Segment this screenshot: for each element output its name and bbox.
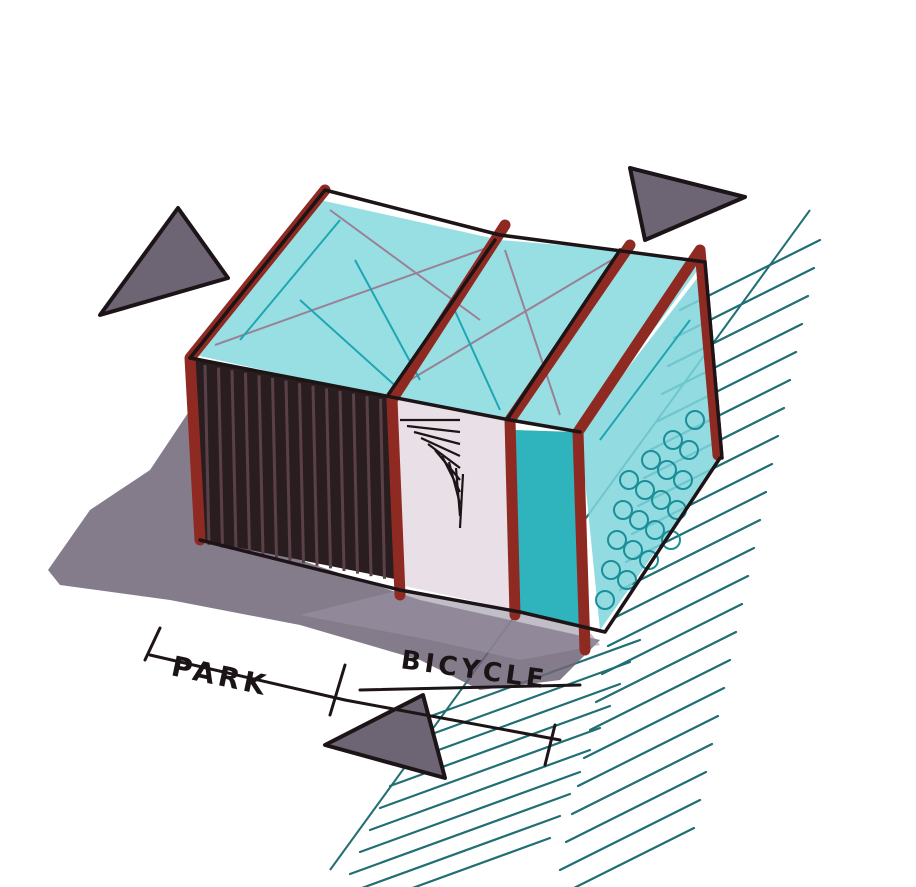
- flag-top-right: [630, 168, 745, 240]
- flag-left: [100, 208, 228, 315]
- light-inner-wall: [390, 398, 515, 610]
- hatch-stroke: [330, 838, 550, 887]
- teal-door-panel: [515, 430, 582, 628]
- flag-triangle-icon: [630, 168, 745, 240]
- label-park: PARK: [169, 650, 273, 703]
- flag-triangle-icon: [100, 208, 228, 315]
- hatch-stroke: [340, 816, 560, 887]
